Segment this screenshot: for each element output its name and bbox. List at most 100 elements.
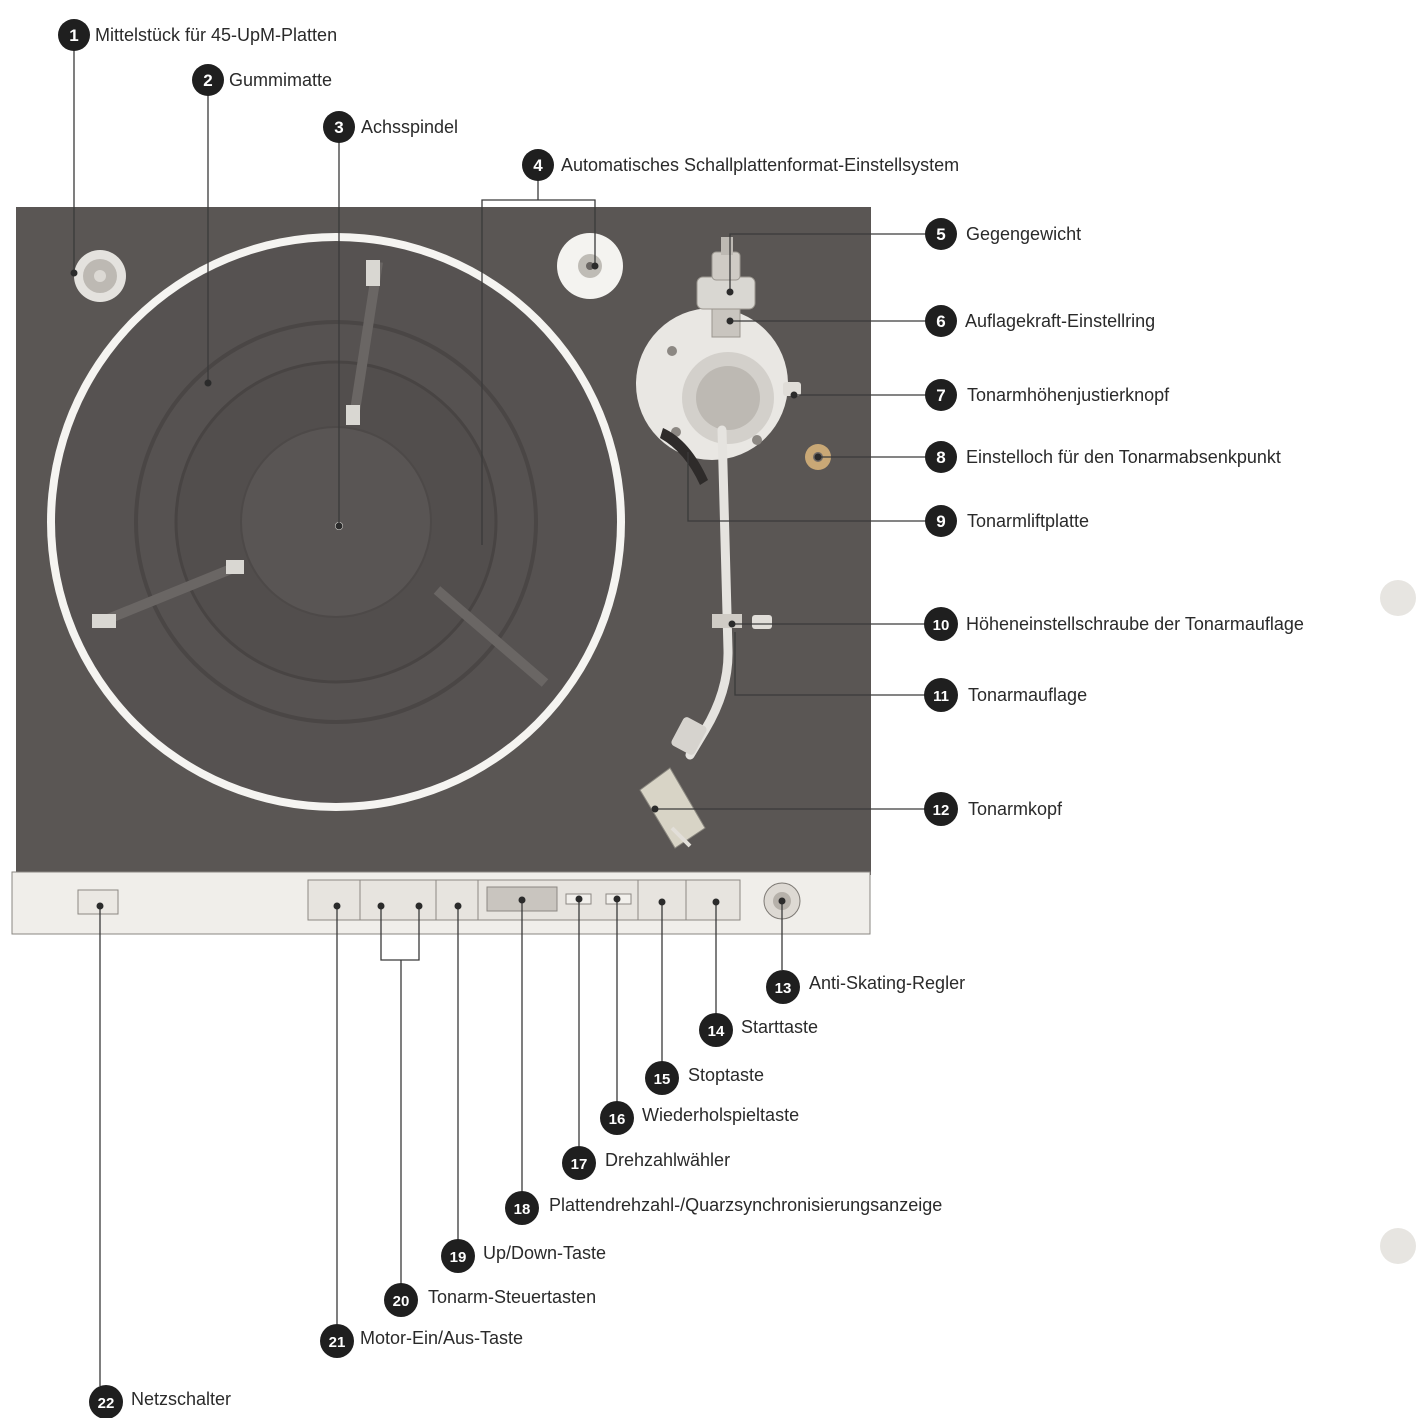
callout-8: 8 Einstelloch für den Tonarmabsenkpunkt <box>925 441 1281 473</box>
callout-label: Einstelloch für den Tonarmabsenkpunkt <box>966 447 1281 467</box>
callout-number: 9 <box>936 512 945 531</box>
callout-number: 20 <box>393 1293 410 1310</box>
callout-9: 9 Tonarmliftplatte <box>925 505 1089 537</box>
callout-number: 2 <box>203 71 212 90</box>
callout-label: Automatisches Schallplattenformat-Einste… <box>561 155 959 175</box>
callout-number: 6 <box>936 312 945 331</box>
callout-5: 5 Gegengewicht <box>925 218 1081 250</box>
callout-label: Tonarm-Steuertasten <box>428 1287 596 1307</box>
callouts: 1 Mittelstück für 45-UpM-Platten 2 Gummi… <box>58 19 1304 1418</box>
callout-label: Motor-Ein/Aus-Taste <box>360 1328 523 1348</box>
scan-artifact <box>1380 1228 1416 1264</box>
callout-number-badge <box>505 1191 539 1225</box>
callout-22: 22 Netzschalter <box>89 1385 231 1418</box>
callout-number: 13 <box>775 980 792 997</box>
callout-19: 19 Up/Down-Taste <box>441 1239 606 1273</box>
callout-label: Höheneinstellschraube der Tonarmauflage <box>966 614 1304 634</box>
platter-arms <box>96 261 549 687</box>
callout-15: 15 Stoptaste <box>645 1061 764 1095</box>
callout-number: 7 <box>936 386 945 405</box>
callout-number: 4 <box>533 156 543 175</box>
callout-label: Up/Down-Taste <box>483 1243 606 1263</box>
headshell <box>639 767 706 849</box>
callout-number: 18 <box>514 1201 531 1218</box>
callout-number-badge <box>89 1385 123 1418</box>
callout-17: 17 Drehzahlwähler <box>562 1146 730 1180</box>
callout-number: 1 <box>69 26 78 45</box>
callout-number-badge <box>925 505 957 537</box>
callout-label: Tonarmkopf <box>968 799 1063 819</box>
callout-number-badge <box>699 1013 733 1047</box>
callout-number-badge <box>192 64 224 96</box>
callout-number-badge <box>924 607 958 641</box>
callout-number: 17 <box>571 1156 588 1173</box>
callout-number: 5 <box>936 225 945 244</box>
callout-label: Mittelstück für 45-UpM-Platten <box>95 25 337 45</box>
callout-18: 18 Plattendrehzahl-/Quarzsynchronisierun… <box>505 1191 942 1225</box>
callout-number: 21 <box>329 1334 346 1351</box>
callout-number-badge <box>925 218 957 250</box>
callout-label: Tonarmauflage <box>968 685 1087 705</box>
callout-4: 4 Automatisches Schallplattenformat-Eins… <box>522 149 959 181</box>
platter-arm-tips <box>92 260 380 628</box>
arm-rest <box>712 614 742 628</box>
callout-label: Auflagekraft-Einstellring <box>965 311 1155 331</box>
callout-label: Achsspindel <box>361 117 458 137</box>
callout-label: Netzschalter <box>131 1389 231 1409</box>
callout-2: 2 Gummimatte <box>192 64 332 96</box>
callout-number-badge <box>323 111 355 143</box>
lift-plate <box>660 428 708 485</box>
callout-number-badge <box>924 678 958 712</box>
callout-number: 8 <box>936 448 945 467</box>
callout-number: 15 <box>654 1071 671 1088</box>
mat-ring-outer <box>134 320 538 724</box>
callout-number-badge <box>924 792 958 826</box>
headshell-connector <box>671 717 707 755</box>
callout-number-badge <box>766 970 800 1004</box>
callout-label: Plattendrehzahl-/Quarzsynchronisierungsa… <box>549 1195 942 1215</box>
callout-label: Tonarmliftplatte <box>967 511 1089 531</box>
callout-label: Wiederholspieltaste <box>642 1105 799 1125</box>
callout-label: Gegengewicht <box>966 224 1081 244</box>
callout-label: Gummimatte <box>229 70 332 90</box>
callout-number: 11 <box>933 688 949 705</box>
callout-label: Tonarmhöhenjustierknopf <box>967 385 1170 405</box>
callout-label: Stoptaste <box>688 1065 764 1085</box>
callout-20: 20 Tonarm-Steuertasten <box>384 1283 596 1317</box>
callout-number-badge <box>58 19 90 51</box>
callout-21: 21 Motor-Ein/Aus-Taste <box>320 1324 523 1358</box>
callout-number-badge <box>320 1324 354 1358</box>
callout-number-badge <box>925 379 957 411</box>
callout-number-badge <box>522 149 554 181</box>
callout-1: 1 Mittelstück für 45-UpM-Platten <box>58 19 337 51</box>
mat-center-area <box>240 426 432 618</box>
turntable-illustration <box>11 207 871 935</box>
callout-label: Anti-Skating-Regler <box>809 973 965 993</box>
callout-number: 16 <box>609 1111 626 1128</box>
power-switch <box>77 889 119 915</box>
callout-number: 12 <box>933 802 950 819</box>
tonearm-tube <box>685 425 733 760</box>
callout-number: 10 <box>933 617 950 634</box>
callout-10: 10 Höheneinstellschraube der Tonarmaufla… <box>924 607 1304 641</box>
callout-number: 22 <box>98 1395 115 1412</box>
callout-number: 3 <box>334 118 343 137</box>
callout-14: 14 Starttaste <box>699 1013 818 1047</box>
callout-7: 7 Tonarmhöhenjustierknopf <box>925 379 1170 411</box>
callout-6: 6 Auflagekraft-Einstellring <box>925 305 1155 337</box>
callout-number: 19 <box>450 1249 467 1266</box>
leader-lines <box>70 50 926 1386</box>
callout-label: Drehzahlwähler <box>605 1150 730 1170</box>
callout-label: Starttaste <box>741 1017 818 1037</box>
counterweight <box>696 276 756 310</box>
callout-number-badge <box>384 1283 418 1317</box>
callout-13: 13 Anti-Skating-Regler <box>766 970 965 1004</box>
callout-number: 14 <box>708 1023 725 1040</box>
callout-11: 11 Tonarmauflage <box>924 678 1087 712</box>
callout-number-badge <box>562 1146 596 1180</box>
callout-3: 3 Achsspindel <box>323 111 458 143</box>
callout-12: 12 Tonarmkopf <box>924 792 1063 826</box>
callout-number-badge <box>645 1061 679 1095</box>
scan-artifact <box>1380 580 1416 616</box>
